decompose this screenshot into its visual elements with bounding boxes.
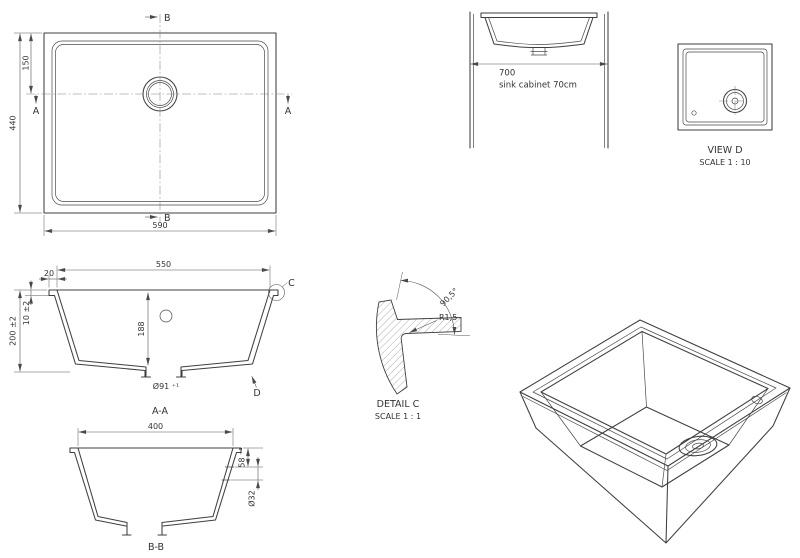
detail-c-title: DETAIL C [377, 399, 420, 410]
iso-bowl-opening [540, 330, 769, 455]
aa-dim-188: 188 [137, 321, 146, 336]
aa-dim-10: 10 ±2 [22, 301, 31, 326]
detail-c-radius-leader [409, 320, 437, 333]
aa-dim-drain: Ø91 ⁺¹ [153, 381, 179, 391]
marker-c-label: C [288, 278, 295, 289]
dim-150: 150 [22, 55, 31, 70]
iso-rim-outer [519, 319, 791, 467]
iso-body-outline [519, 387, 791, 544]
dim-590: 590 [152, 221, 167, 230]
iso-drain-outer [678, 435, 718, 457]
iso-rim-thickness-line [522, 392, 787, 471]
section-a-label-left: A [33, 106, 40, 117]
extension-lines [14, 32, 277, 236]
iso-rim-inner [532, 326, 777, 460]
section-a-a: 550 20 10 ±2 200 ±2 188 Ø91 ⁺¹ C D A-A [9, 260, 296, 417]
section-a-label-right: A [285, 106, 292, 117]
view-d-scale: SCALE 1 : 10 [699, 158, 750, 167]
detail-c-extension-lines [396, 271, 471, 337]
section-b-label-bottom: B [164, 213, 171, 224]
dim-700: 700 [499, 69, 515, 79]
cabinet-side-panels [469, 11, 609, 149]
iso-drain-center [692, 442, 704, 450]
aa-profile [48, 289, 279, 378]
bb-dim-400: 400 [148, 422, 163, 431]
bb-dim-58: 58 ⁺¹ [238, 447, 247, 467]
detail-c-angle: 90,5° [438, 286, 460, 308]
view-d: VIEW D SCALE 1 : 10 [677, 43, 773, 167]
view-d-title: VIEW D [707, 145, 742, 156]
view-d-small-hole [691, 110, 697, 116]
view-front-cabinet: 700 sink cabinet 70cm [469, 11, 609, 149]
section-aa-label: A-A [152, 406, 169, 417]
section-bb-label: B-B [148, 542, 164, 553]
iso-overflow-hole [751, 395, 763, 405]
drain-stub-front [530, 47, 548, 56]
bb-extension-lines [77, 428, 263, 481]
detail-c-scale: SCALE 1 : 1 [375, 412, 421, 421]
section-b-label-top: B [164, 13, 171, 24]
view-top-plan: 440 150 590 B B A A [9, 13, 292, 236]
iso-bowl-corner-edges [540, 331, 769, 488]
iso-bowl-bottom [579, 406, 730, 488]
detail-c-view: 90,5° R1,5 DETAIL C SCALE 1 : 1 [375, 271, 471, 421]
bb-profile [69, 447, 242, 536]
dim-440: 440 [9, 115, 18, 130]
view-d-inner-line-1 [682, 48, 768, 126]
section-b-b: 400 58 ⁺¹ Ø32 B-B [69, 422, 263, 553]
view-d-inner-line-2 [685, 51, 765, 123]
view-isometric [519, 319, 791, 544]
cabinet-caption: sink cabinet 70cm [499, 81, 577, 91]
aa-dim-550: 550 [156, 260, 171, 269]
detail-c-leader [282, 282, 288, 288]
bb-hole-edges [221, 466, 234, 481]
aa-extension-lines [14, 265, 271, 373]
sink-rim-front [480, 12, 598, 19]
cabinet-panel-inner-lines [473, 14, 605, 148]
marker-d-label: D [253, 388, 260, 399]
aa-overflow-hole [159, 309, 173, 323]
sink-wall-inner-front [488, 17, 590, 45]
aa-dim-200: 200 ±2 [9, 316, 18, 346]
bb-dim-32: Ø32 [247, 490, 257, 506]
aa-dim-20: 20 [44, 269, 54, 278]
view-d-arrow [251, 376, 257, 388]
detail-c-angle-arc [400, 278, 457, 335]
view-d-outline [677, 43, 773, 131]
iso-drain-mid [685, 439, 711, 453]
sink-body-front [484, 16, 594, 49]
detail-c-circle-marker [268, 284, 285, 301]
detail-c-radius: R1,5 [439, 313, 457, 322]
